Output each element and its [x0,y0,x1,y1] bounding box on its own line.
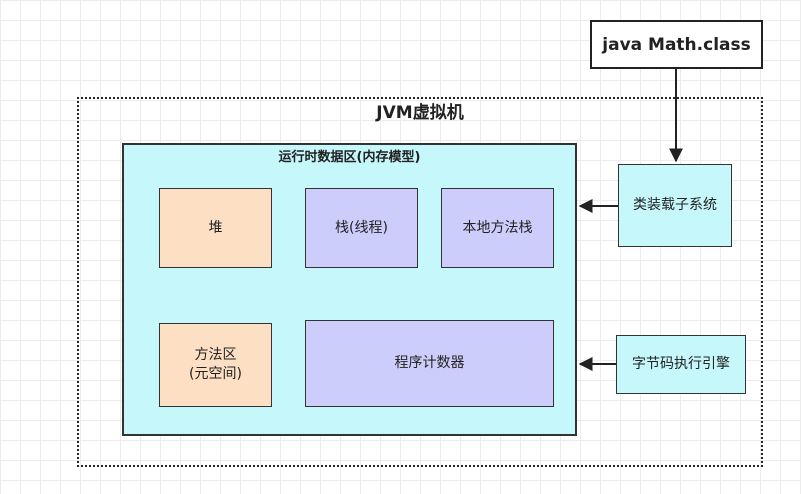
jvm-frame [77,97,763,467]
runtime-data-area-title: 运行时数据区(内存模型) [278,149,421,165]
stack-label: 栈(线程) [335,219,388,236]
method-area-sublabel: (元空间) [189,366,242,382]
method-area-label: 方法区 [194,347,237,364]
class-file-label: java Math.class [602,34,751,55]
program-counter-box: 程序计数器 [305,320,554,407]
native-method-stack-label: 本地方法栈 [462,219,533,236]
class-loader-box: 类装载子系统 [618,164,732,247]
native-method-stack-box: 本地方法栈 [441,188,554,268]
execution-engine-box: 字节码执行引擎 [616,335,746,394]
execution-engine-label: 字节码执行引擎 [632,356,730,373]
heap-label: 堆 [208,219,223,236]
stack-box: 栈(线程) [305,188,418,268]
class-file-box: java Math.class [590,20,763,69]
jvm-title: JVM虚拟机 [376,102,464,123]
method-area-box: 方法区 (元空间) [159,323,272,407]
class-loader-label: 类装载子系统 [633,197,717,214]
heap-box: 堆 [159,188,272,268]
program-counter-label: 程序计数器 [394,355,465,372]
